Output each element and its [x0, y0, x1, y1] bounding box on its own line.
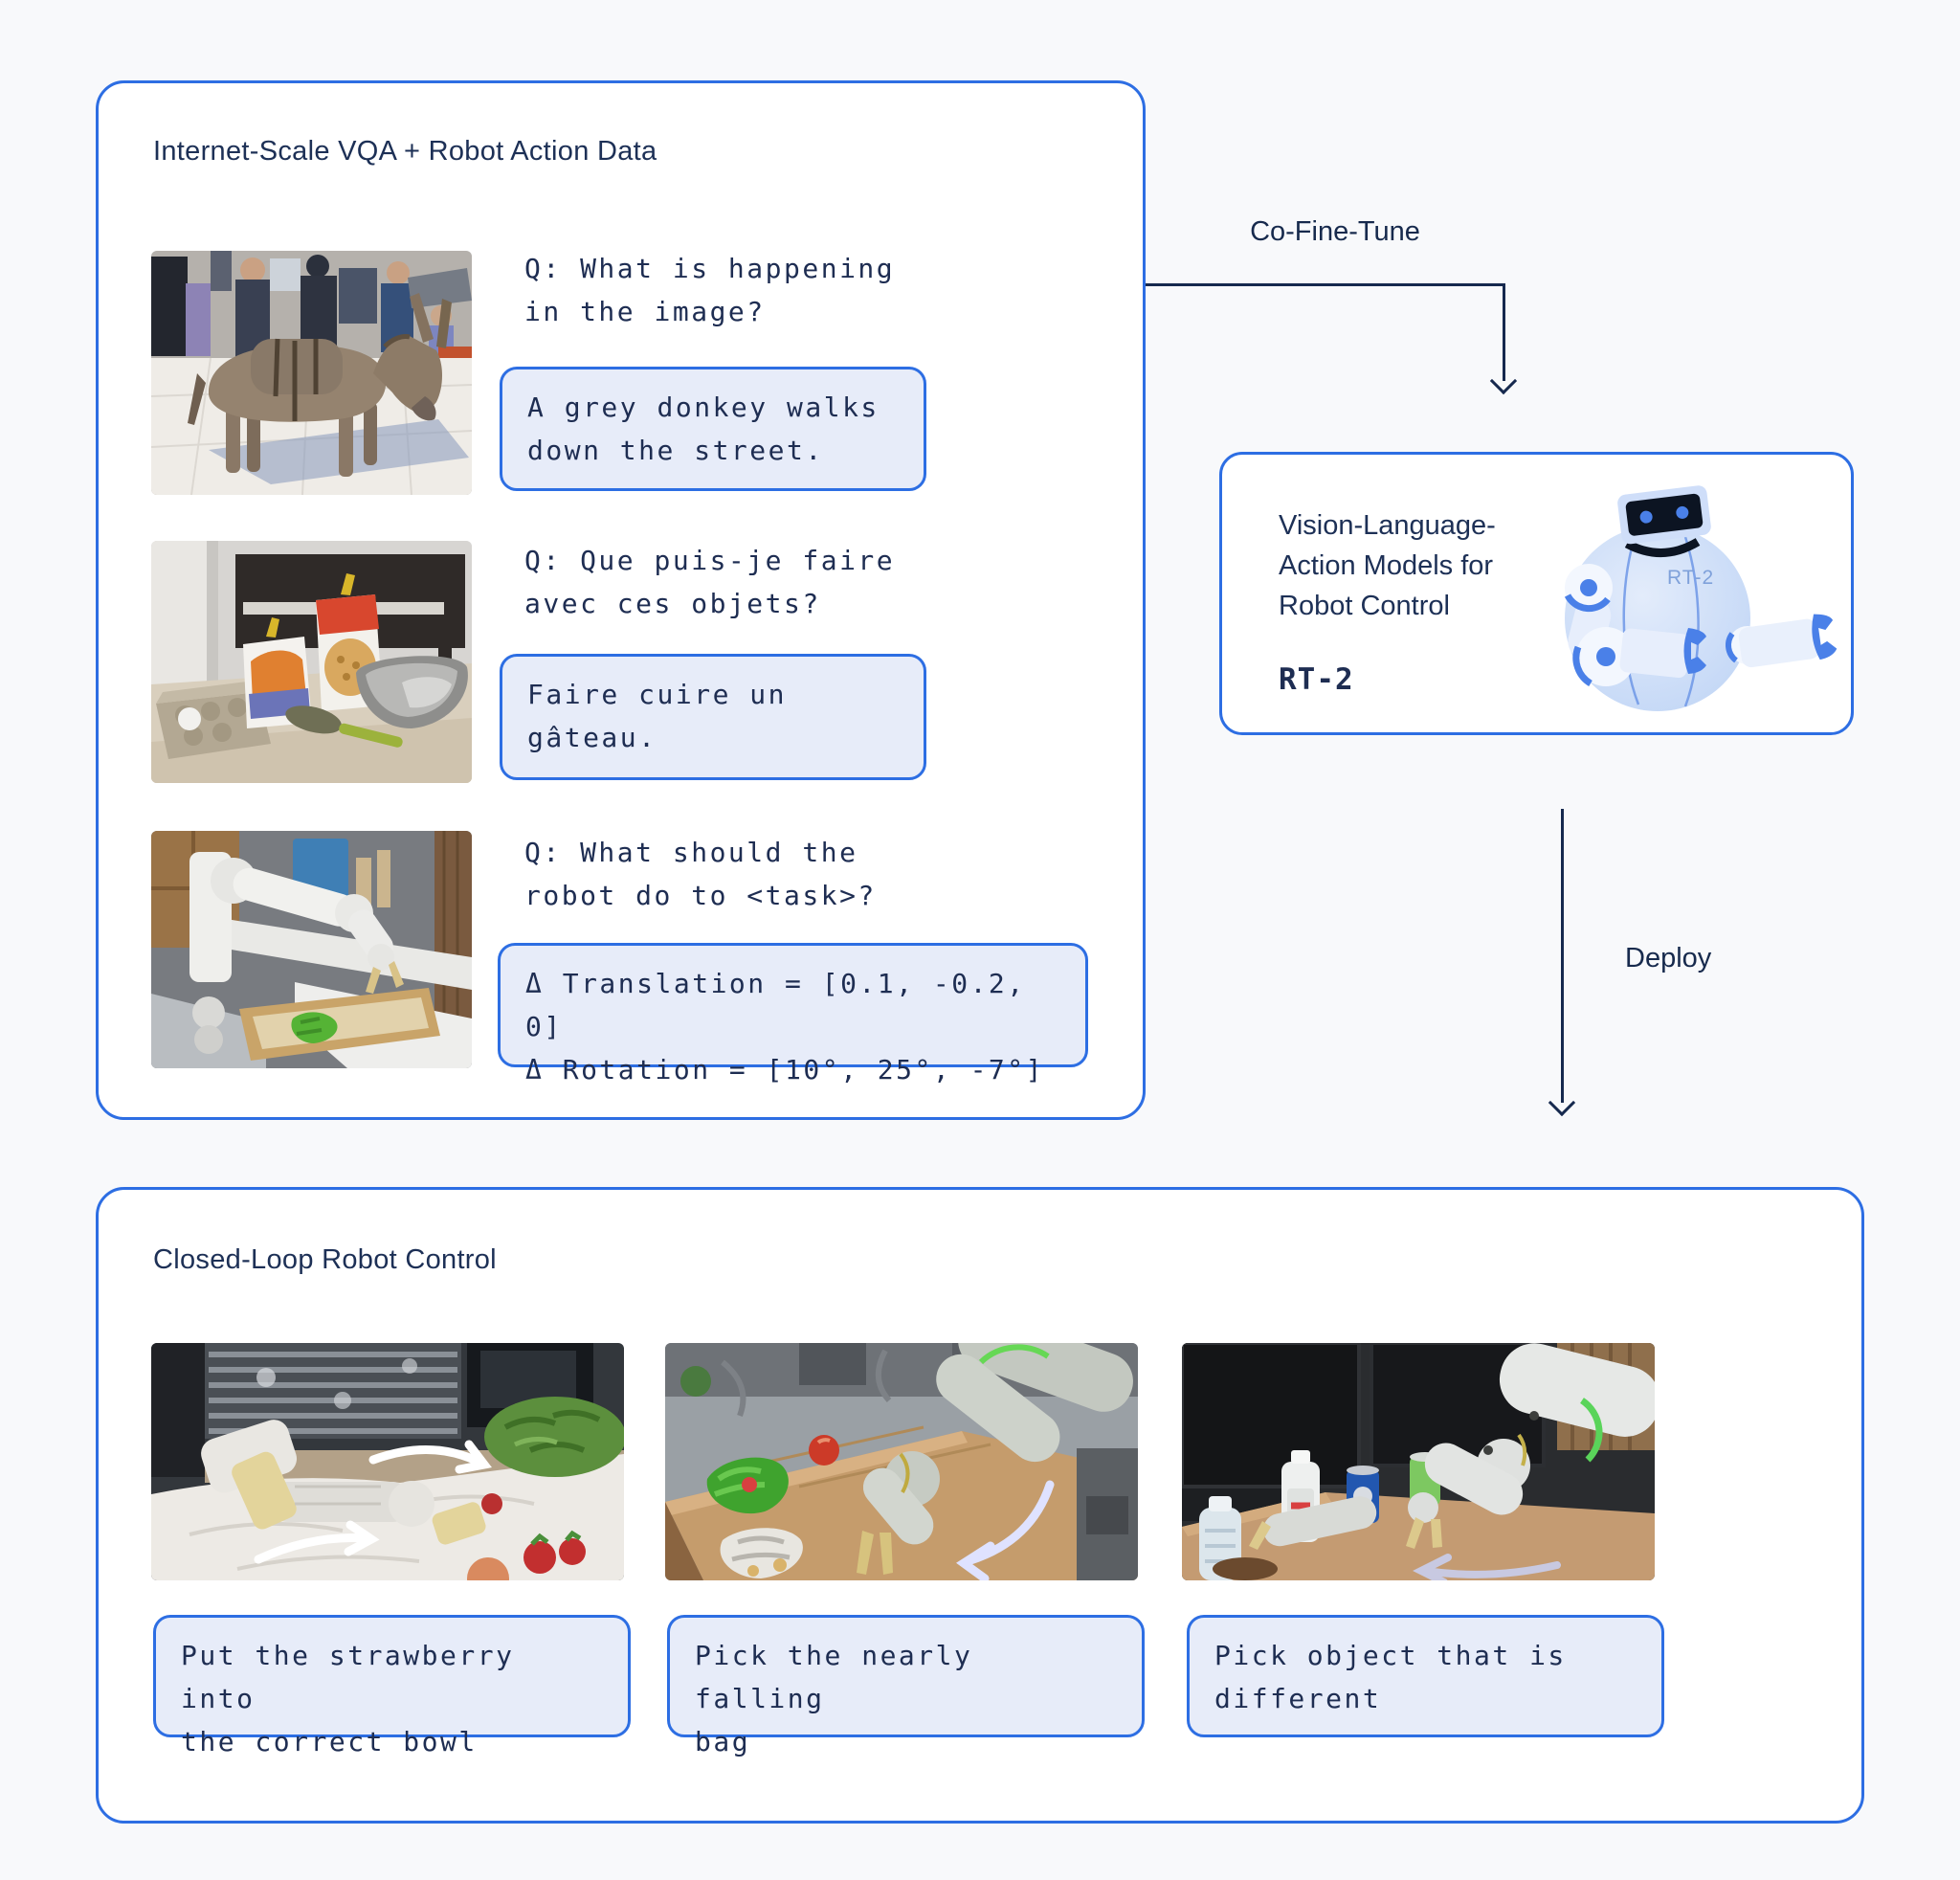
- robot-gripper-front: [1683, 628, 1706, 674]
- rt2-robot-illustration: RT-2: [1524, 475, 1859, 728]
- different-object-task-photo: [1182, 1343, 1655, 1580]
- robot-kitchen-illustration: [151, 831, 472, 1068]
- fridge-grille: [205, 1343, 461, 1439]
- white-robot-arm: [189, 852, 404, 1054]
- kitchen-illustration: [151, 541, 472, 783]
- answer-2-bubble: Faire cuire un gâteau.: [500, 654, 926, 780]
- caption-2-bubble: Pick the nearly falling bag: [667, 1615, 1145, 1757]
- falling-bag-task-photo: [665, 1343, 1138, 1580]
- rt2-model-name: RT-2: [1279, 662, 1354, 697]
- strawberries: [467, 1493, 586, 1580]
- caption-3-bubble: Pick object that is different: [1187, 1615, 1664, 1737]
- vla-model-box: [1219, 452, 1854, 735]
- gripper-fingers: [857, 1531, 893, 1575]
- robot-eye-left: [1639, 510, 1653, 524]
- mixing-bowl: [356, 656, 468, 728]
- white-arrows: [254, 1440, 492, 1564]
- brown-item: [1213, 1557, 1278, 1580]
- robot-collar: [1624, 538, 1701, 557]
- white-arrow: [956, 1480, 1055, 1580]
- question-2: Q: Que puis-je faire avec ces objets?: [524, 545, 896, 619]
- robot-arm-back: [1726, 614, 1838, 668]
- robot-arm-kitchen-photo: [151, 831, 472, 1068]
- co-fine-tune-label: Co-Fine-Tune: [1250, 216, 1420, 247]
- green-led-ring: [978, 1344, 1050, 1365]
- answer-3-bubble: Δ Translation = [0.1, -0.2, 0] Δ Rotatio…: [498, 943, 1088, 1085]
- monitor-left: [1182, 1343, 1361, 1488]
- strawberry-scene-illustration: [151, 1343, 624, 1580]
- closed-loop-title: Closed-Loop Robot Control: [153, 1244, 497, 1275]
- different-object-scene-illustration: [1182, 1343, 1655, 1580]
- green-chip-bag: [706, 1457, 789, 1514]
- back-counter: [209, 919, 472, 990]
- spoon: [285, 705, 403, 748]
- robot-arm: [1249, 1343, 1655, 1550]
- robot-eye-right: [1676, 505, 1689, 519]
- robot-head: [1617, 485, 1711, 545]
- egg-carton: [156, 681, 271, 759]
- arrow-head-down-icon: [1489, 367, 1518, 395]
- open-drawer: [239, 988, 440, 1061]
- robot-badge-text: RT-2: [1667, 567, 1714, 589]
- falling-bag-scene-illustration: [665, 1343, 1138, 1580]
- apple: [809, 1435, 839, 1466]
- kitchen-ingredients-photo: [151, 541, 472, 783]
- question-1: Q: What is happening in the image?: [524, 253, 896, 327]
- donkey-street-illustration: [151, 251, 472, 495]
- crowd-background: [151, 251, 472, 396]
- robot-arm-front: [1564, 564, 1706, 687]
- deploy-label: Deploy: [1625, 943, 1712, 974]
- egg: [178, 707, 201, 730]
- answer-1-bubble: A grey donkey walks down the street.: [500, 367, 926, 491]
- question-3: Q: What should the robot do to <task>?: [524, 837, 877, 911]
- robot-gripper: [201, 1420, 486, 1545]
- strawberry-task-photo: [151, 1343, 624, 1580]
- arrow-head-down-icon: [1548, 1088, 1576, 1117]
- vqa-box-title: Internet-Scale VQA + Robot Action Data: [153, 136, 657, 167]
- caption-1-bubble: Put the strawberry into the correct bowl: [153, 1615, 631, 1757]
- robot-gripper-back: [1812, 614, 1838, 660]
- robot-arm: [857, 1343, 1138, 1580]
- donkey-figure: [188, 293, 452, 477]
- green-beans: [484, 1397, 624, 1477]
- vla-model-title: Vision-Language- Action Models for Robot…: [1279, 510, 1496, 621]
- white-bag-falling: [720, 1528, 803, 1578]
- green-led-ring: [1579, 1398, 1603, 1463]
- white-arrow: [1413, 1554, 1561, 1580]
- donkey-street-photo: [151, 251, 472, 495]
